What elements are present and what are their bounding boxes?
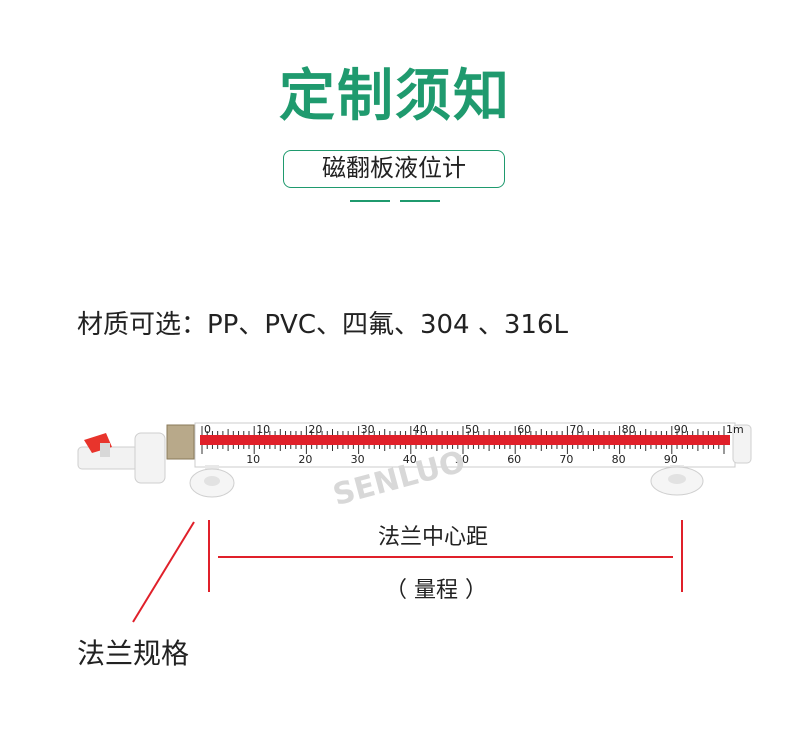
underline-right bbox=[400, 200, 440, 202]
scale-label-lower: 70 bbox=[559, 453, 573, 466]
scale-label-lower: 30 bbox=[351, 453, 365, 466]
scale-label-upper: 90 bbox=[674, 423, 688, 436]
product-name-badge: 磁翻板液位计 bbox=[283, 150, 505, 188]
scale-label-upper: 60 bbox=[517, 423, 531, 436]
underline-left bbox=[350, 200, 390, 202]
flange-spec-label: 法兰规格 bbox=[77, 637, 190, 670]
scale-label-lower: 50 bbox=[455, 453, 469, 466]
scale-upper-labels: 0 10 20 30 40 50 60 70 80 90 1m bbox=[204, 423, 744, 436]
right-end-cap bbox=[732, 424, 752, 464]
left-end-cap bbox=[134, 432, 166, 484]
scale-label-upper: 30 bbox=[361, 423, 375, 436]
scale-label-upper: 0 bbox=[204, 423, 211, 436]
scale-label-lower: 60 bbox=[507, 453, 521, 466]
scale-label-upper: 80 bbox=[622, 423, 636, 436]
nameplate bbox=[166, 424, 195, 460]
scale-ticks bbox=[201, 426, 725, 454]
scale-label-lower: 40 bbox=[403, 453, 417, 466]
scale-lower-labels: 10 20 30 40 50 60 70 80 90 bbox=[246, 453, 678, 466]
drain-valve bbox=[77, 433, 139, 470]
material-options: 材质可选：PP、PVC、四氟、304 、316L bbox=[77, 310, 568, 340]
flange-leader-line bbox=[132, 521, 195, 623]
scale-label-lower: 10 bbox=[246, 453, 260, 466]
right-flange bbox=[650, 465, 704, 496]
indicator-strip bbox=[200, 435, 730, 445]
left-flange bbox=[189, 465, 235, 498]
page-title: 定制须知 bbox=[279, 64, 511, 129]
scale-label-lower: 90 bbox=[664, 453, 678, 466]
range-label: （ 量程 ） bbox=[385, 578, 487, 603]
scale-label-upper: 1m bbox=[726, 423, 744, 436]
scale-label-lower: 20 bbox=[298, 453, 312, 466]
scale-label-upper: 40 bbox=[413, 423, 427, 436]
scale-label-upper: 70 bbox=[569, 423, 583, 436]
scale-label-upper: 10 bbox=[256, 423, 270, 436]
center-distance-label: 法兰中心距 bbox=[378, 525, 489, 550]
product-name: 磁翻板液位计 bbox=[322, 154, 466, 182]
scale-label-upper: 50 bbox=[465, 423, 479, 436]
scale-label-lower: 80 bbox=[612, 453, 626, 466]
level-gauge-illustration: 0 10 20 30 40 50 60 70 80 90 1m 10 20 30 40 50 60 70 80 90… bbox=[77, 422, 752, 505]
scale-label-upper: 20 bbox=[308, 423, 322, 436]
